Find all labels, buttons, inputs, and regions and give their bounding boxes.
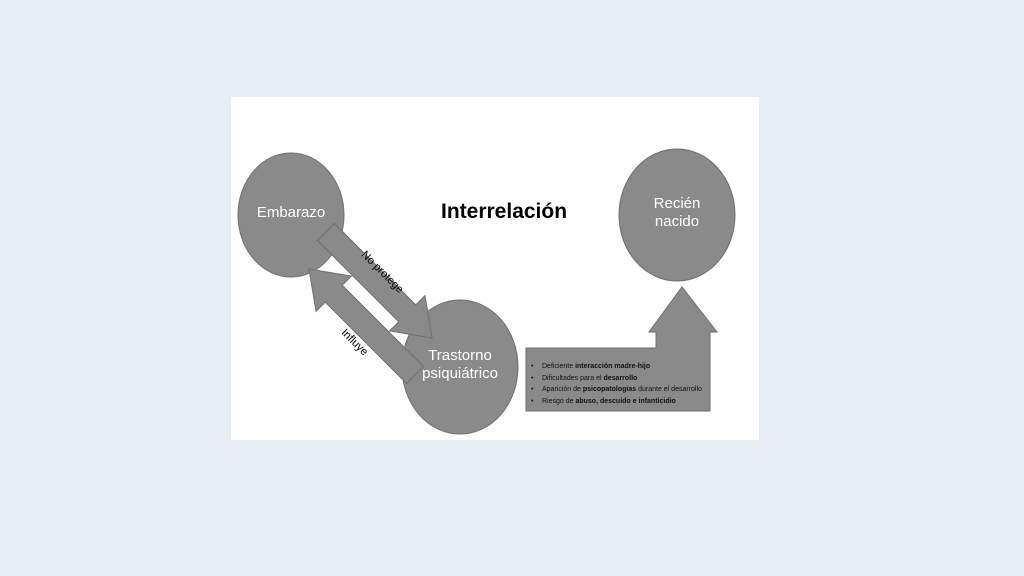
newborn-label: Recién nacido [627, 195, 727, 231]
diagram-title: Interrelación [441, 200, 568, 223]
pregnancy-circle [237, 152, 345, 278]
disorder-label: Trastorno psiquiátrico [405, 347, 515, 383]
list-item: Riesgo de abuso, descuido e infanticidio [531, 396, 702, 408]
pregnancy-label: Embarazo [256, 204, 326, 221]
list-item: Dificultades para el desarrollo [531, 373, 702, 385]
disorder-label-line2: psiquiátrico [422, 365, 498, 382]
newborn-circle [618, 148, 736, 282]
list-item: Aparición de psicopatologías durante el … [531, 384, 702, 396]
newborn-label-line2: nacido [654, 213, 700, 230]
no-protect-arrow [316, 222, 433, 339]
newborn-label-line1: Recién [653, 195, 701, 212]
disorder-label-line1: Trastorno [428, 347, 492, 364]
list-item: Deficiente interacción madre-hijo [531, 361, 702, 373]
diagram-card: Embarazo Recién nacido Trastorno psiquiá… [231, 97, 759, 440]
consequences-list: Deficiente interacción madre-hijo Dificu… [531, 361, 702, 407]
influence-arrow [308, 268, 425, 385]
